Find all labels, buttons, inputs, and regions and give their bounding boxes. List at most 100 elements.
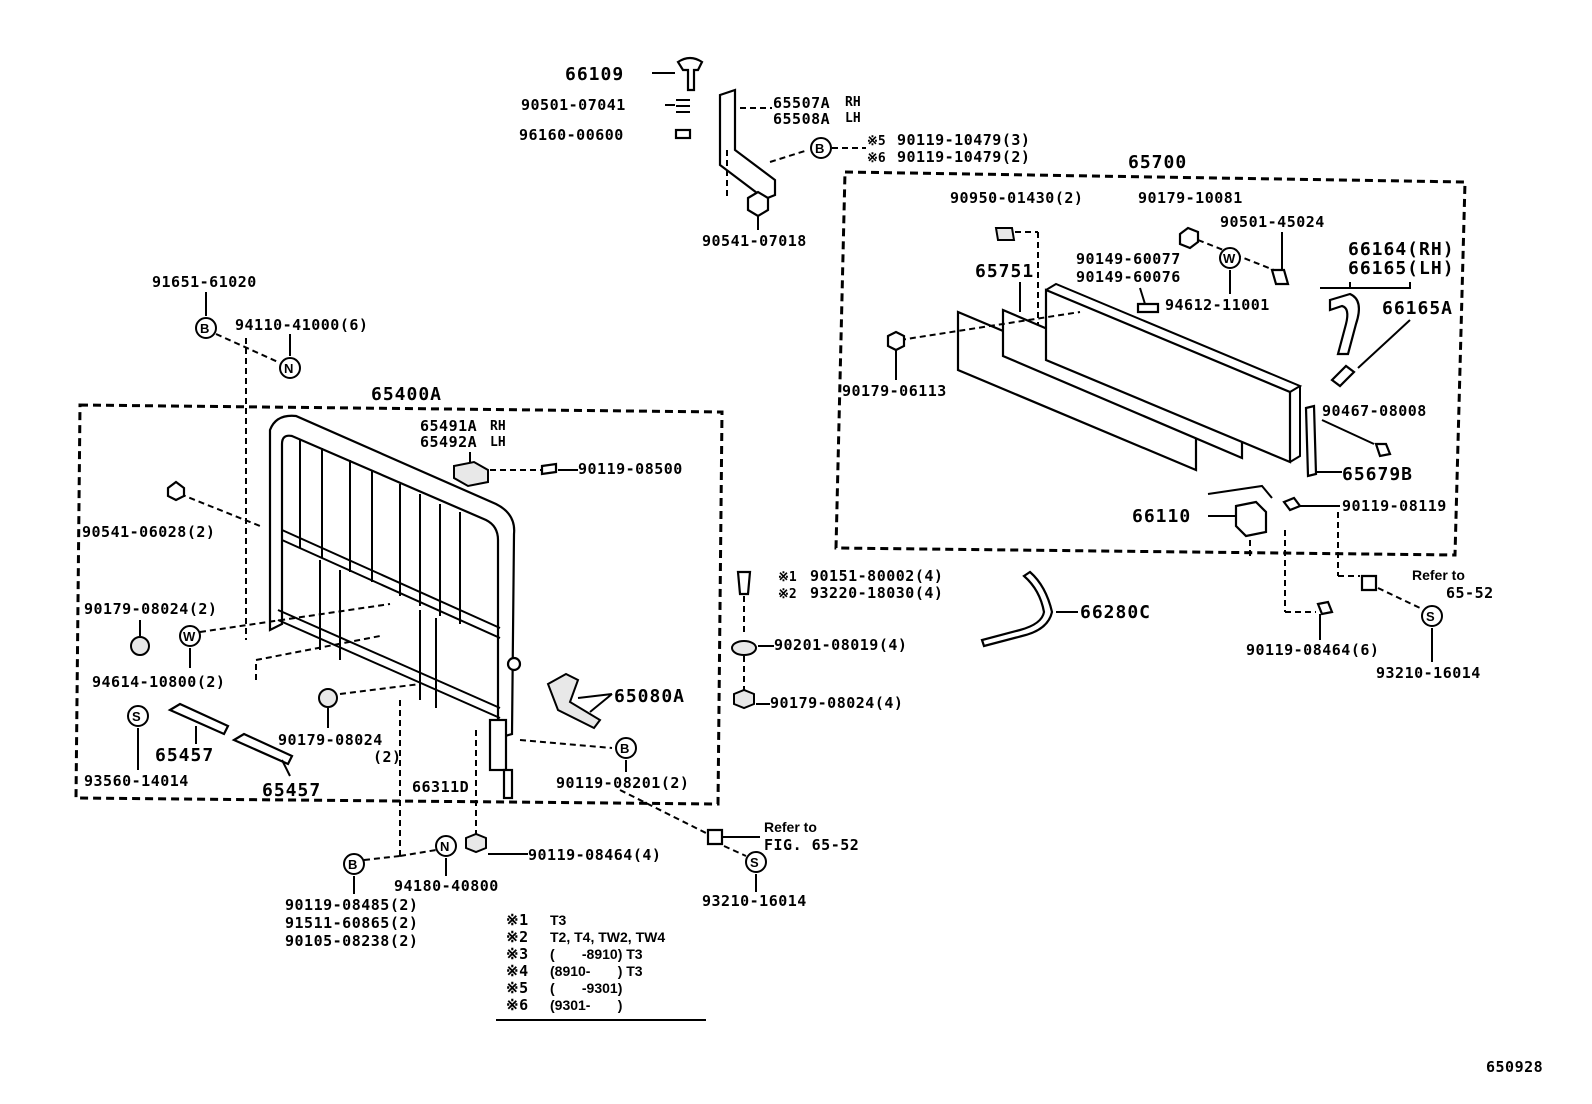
clip-90467-shape <box>1374 442 1392 458</box>
label-93560-14014: 93560-14014 <box>84 772 189 790</box>
label-90105-08238: 90105-08238(2) <box>285 932 418 950</box>
label-90119-08119: 90119-08119 <box>1342 497 1447 515</box>
marker-5: ※5 <box>867 134 886 149</box>
symbol-b3-icon <box>343 853 365 875</box>
label-93220-18030: 93220-18030(4) <box>810 584 943 602</box>
label-65507A: 65507A <box>773 94 830 112</box>
label-65491A: 65491A <box>420 417 477 435</box>
nut-90541-shape <box>746 190 770 218</box>
label-65751: 65751 <box>975 261 1034 282</box>
label-65400A: 65400A <box>371 384 442 405</box>
bolt-90119-08464-shape <box>1316 600 1334 616</box>
headboard-group-box <box>74 403 724 806</box>
symbol-b-text: B <box>815 141 824 156</box>
legend-mark: ※3 <box>506 945 529 963</box>
symbol-n2-text: N <box>440 839 449 854</box>
bolt-90119-08119-shape <box>1282 496 1302 512</box>
tailgate-group: 65700 90950-01430(2) 90179-10081 90501-4… <box>834 152 1494 682</box>
label-66110: 66110 <box>1132 506 1191 527</box>
diagram-code: 650928 <box>1486 1058 1543 1076</box>
label-90179-08024-2: 90179-08024(2) <box>84 600 217 618</box>
nut-90541-06028-shape <box>166 480 186 502</box>
label-96160-00600: 96160-00600 <box>519 126 624 144</box>
symbol-s-text: S <box>1426 609 1435 624</box>
label-93210-16014-right: 93210-16014 <box>1376 664 1481 682</box>
headboard-frame-shape <box>268 414 516 740</box>
handle-66164-shape <box>1328 292 1361 356</box>
label-93210-16014-bottom: 93210-16014 <box>702 892 807 910</box>
label-65492A: 65492A <box>420 433 477 451</box>
label-91511-60865: 91511-60865(2) <box>285 914 418 932</box>
symbol-s2-text: S <box>750 855 759 870</box>
symbol-w-icon <box>1219 247 1241 269</box>
refer-to-bottom: Refer to <box>764 819 817 835</box>
label-90119-10479-2: 90119-10479(2) <box>897 148 1030 166</box>
legend-text: ( -9301) <box>550 980 622 996</box>
label-90541-06028: 90541-06028(2) <box>82 523 215 541</box>
legend-text: (8910- ) T3 <box>550 963 643 979</box>
label-90501-07041: 90501-07041 <box>521 96 626 114</box>
top-bracket-assembly: 66109 90501-07041 96160-00600 65507A RH … <box>519 56 1030 250</box>
refer-fig-right: 65-52 <box>1446 584 1494 602</box>
label-90950-01430: 90950-01430(2) <box>950 189 1083 207</box>
label-90467-08008: 90467-08008 <box>1322 402 1427 420</box>
marker-6: ※6 <box>867 151 886 166</box>
bolt-90119-08464-4-shape <box>465 832 487 854</box>
bolt-90151-shape <box>736 570 752 596</box>
legend-text: ( -8910) T3 <box>550 946 643 962</box>
marker-2: ※2 <box>778 587 797 602</box>
label-65457-a: 65457 <box>155 745 214 766</box>
pad-90950-shape <box>994 227 1016 241</box>
label-65700: 65700 <box>1128 152 1187 173</box>
pin-66165A-shape <box>1330 364 1356 388</box>
nut-90179-10081-shape <box>1178 226 1200 250</box>
symbol-n-text: N <box>284 361 293 376</box>
label-90119-10479-3: 90119-10479(3) <box>897 131 1030 149</box>
symbol-b2-icon <box>615 737 637 759</box>
nut-90179-08024-shape <box>130 636 150 656</box>
label-65507-side: RH <box>845 95 861 110</box>
legend-text: (9301- ) <box>550 997 622 1013</box>
symbol-n-icon <box>279 357 301 379</box>
label-90541-07018: 90541-07018 <box>702 232 807 250</box>
refer-fig-bottom: FIG. 65-52 <box>764 836 859 854</box>
clip-shape <box>674 128 692 140</box>
symbol-n2-icon <box>435 835 457 857</box>
strap-65679B-shape <box>1304 404 1318 478</box>
label-90119-08485: 90119-08485(2) <box>285 896 418 914</box>
block-refer-bottom-shape <box>706 828 724 846</box>
symbol-s-icon <box>127 705 149 727</box>
symbol-s-text: S <box>132 709 141 724</box>
symbol-b-icon <box>810 137 832 159</box>
headboard-group: 91651-61020 B 94110-41000(6) N 65400A 65… <box>74 273 724 806</box>
legend-text: T2, T4, TW2, TW4 <box>550 929 665 945</box>
label-65508A: 65508A <box>773 110 830 128</box>
label-65679B: 65679B <box>1342 464 1413 485</box>
label-66165A: 66165A <box>1382 298 1453 319</box>
tailgate-group-box <box>834 170 1467 557</box>
bracket-65507-shape <box>718 88 777 201</box>
spring-shape <box>676 99 690 113</box>
symbol-b3-text: B <box>348 857 357 872</box>
bracket-65080A-shape <box>546 672 602 730</box>
symbol-b-text: B <box>200 321 209 336</box>
bolt-90119-08500-shape <box>540 462 558 476</box>
screw-90149-shape <box>1136 302 1160 314</box>
legend-mark: ※2 <box>506 928 529 946</box>
legend-mark: ※4 <box>506 962 529 980</box>
label-90179-08024-4: 90179-08024(4) <box>770 694 903 712</box>
hinge-66110-shape <box>1234 500 1268 538</box>
label-90119-08464-4: 90119-08464(4) <box>528 846 661 864</box>
label-90179-08024: 90179-08024 <box>278 731 383 749</box>
label-90179-08024-qty: (2) <box>373 748 402 766</box>
pin-66311D-shape <box>502 768 514 800</box>
knob-shape <box>506 656 522 672</box>
pin-66109-shape <box>676 56 704 92</box>
nut-90179-08024-b-shape <box>318 688 338 708</box>
nut-90179-08024-4-shape <box>733 688 755 710</box>
label-94110-41000: 94110-41000(6) <box>235 316 368 334</box>
label-66109: 66109 <box>565 64 624 85</box>
